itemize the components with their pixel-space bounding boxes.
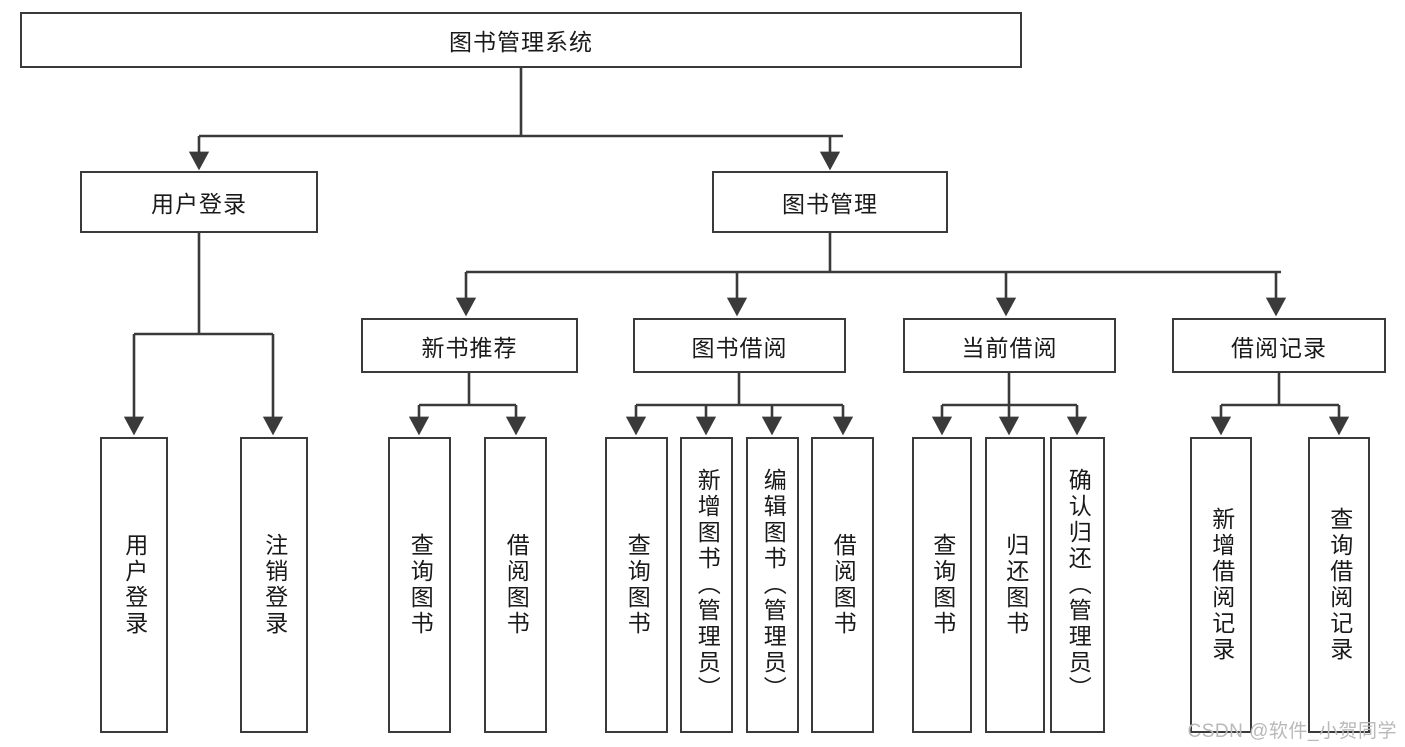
leaf-add-book[interactable]: 新增图书（管理员） <box>680 437 733 733</box>
edge-new-book-recommend-to-leaves <box>408 373 527 436</box>
edge-book-borrow-to-leaves <box>625 373 854 436</box>
edge-root-to-level2 <box>188 68 843 171</box>
leaf-query-borrow-record[interactable]: 查询借阅记录 <box>1308 437 1370 733</box>
leaf-return-book[interactable]: 归还图书 <box>985 437 1045 733</box>
node-user-login-label: 用户登录 <box>151 191 247 217</box>
leaf-confirm-return-label: 确认归还（管理员） <box>1065 468 1092 702</box>
node-book-borrow-label: 图书借阅 <box>691 334 788 361</box>
leaf-query-book-borrow-label: 查询图书 <box>624 533 651 637</box>
edge-user-login-to-leaves <box>123 233 284 436</box>
node-user-login[interactable]: 用户登录 <box>80 171 318 233</box>
leaf-borrow-book-label: 借阅图书 <box>830 533 857 637</box>
node-new-book-recommend-label: 新书推荐 <box>421 334 518 361</box>
leaf-add-book-label: 新增图书（管理员） <box>694 468 721 702</box>
leaf-user-login[interactable]: 用户登录 <box>100 437 168 733</box>
leaf-borrow-book-recommend-label: 借阅图书 <box>503 533 530 637</box>
node-book-manage[interactable]: 图书管理 <box>712 171 948 233</box>
leaf-query-book-current-label: 查询图书 <box>929 533 956 637</box>
node-new-book-recommend[interactable]: 新书推荐 <box>361 318 578 373</box>
leaf-add-borrow-record[interactable]: 新增借阅记录 <box>1190 437 1252 733</box>
leaf-query-book-recommend-label: 查询图书 <box>407 533 434 637</box>
leaf-edit-book-label: 编辑图书（管理员） <box>760 468 787 702</box>
leaf-logout[interactable]: 注销登录 <box>240 437 308 733</box>
node-borrow-record-label: 借阅记录 <box>1231 334 1327 361</box>
leaf-edit-book[interactable]: 编辑图书（管理员） <box>746 437 799 733</box>
node-current-borrow[interactable]: 当前借阅 <box>903 318 1116 373</box>
edge-book-manage-to-level3 <box>455 233 1287 317</box>
leaf-logout-label: 注销登录 <box>261 533 288 637</box>
leaf-return-book-label: 归还图书 <box>1002 533 1029 637</box>
leaf-borrow-book-recommend[interactable]: 借阅图书 <box>484 437 547 733</box>
node-book-borrow[interactable]: 图书借阅 <box>633 318 846 373</box>
leaf-query-book-current[interactable]: 查询图书 <box>912 437 972 733</box>
leaf-add-borrow-record-label: 新增借阅记录 <box>1208 507 1235 663</box>
leaf-query-book-borrow[interactable]: 查询图书 <box>605 437 668 733</box>
leaf-query-borrow-record-label: 查询借阅记录 <box>1326 507 1353 663</box>
node-book-manage-label: 图书管理 <box>782 191 878 217</box>
csdn-watermark: CSDN @软件_小贺同学 <box>1187 721 1397 742</box>
edge-current-borrow-to-leaves <box>931 373 1088 436</box>
edge-borrow-record-to-leaves <box>1210 373 1350 436</box>
node-borrow-record[interactable]: 借阅记录 <box>1172 318 1386 373</box>
leaf-user-login-label: 用户登录 <box>121 533 148 637</box>
leaf-confirm-return[interactable]: 确认归还（管理员） <box>1050 437 1105 733</box>
node-root[interactable]: 图书管理系统 <box>20 12 1022 68</box>
leaf-query-book-recommend[interactable]: 查询图书 <box>388 437 451 733</box>
node-root-label: 图书管理系统 <box>449 29 593 55</box>
leaf-borrow-book[interactable]: 借阅图书 <box>811 437 874 733</box>
node-current-borrow-label: 当前借阅 <box>961 334 1058 361</box>
